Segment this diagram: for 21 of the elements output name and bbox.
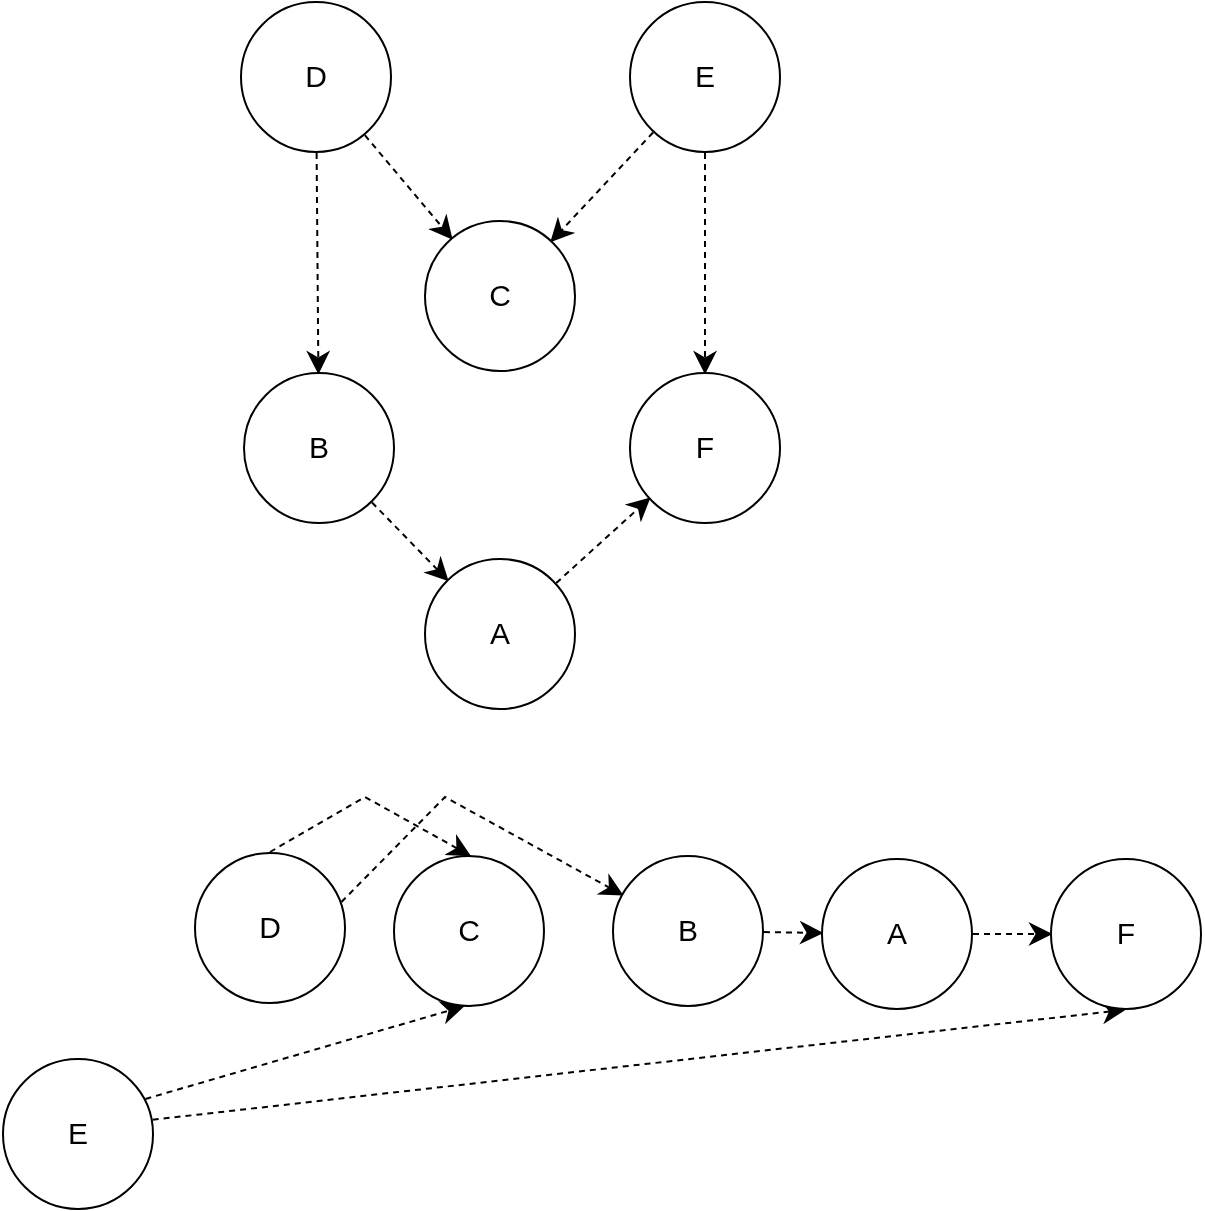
- node-label: B: [678, 914, 698, 948]
- node-label: F: [1116, 917, 1136, 951]
- node-label: F: [695, 431, 715, 465]
- arrow: [363, 134, 453, 240]
- arrow: [371, 501, 449, 582]
- arrow: [693, 152, 717, 375]
- arrow: [340, 795, 624, 903]
- node-label: C: [489, 279, 511, 313]
- node-label: E: [68, 1117, 88, 1151]
- node-label: E: [695, 60, 715, 94]
- arrow: [269, 795, 472, 857]
- node-label: D: [259, 911, 281, 945]
- arrow: [144, 1001, 465, 1100]
- node-label: C: [458, 914, 480, 948]
- node-label: A: [490, 617, 510, 651]
- node-label: A: [887, 917, 907, 951]
- arrow: [550, 131, 655, 243]
- arrow: [555, 497, 651, 584]
- node-label: B: [309, 431, 329, 465]
- arrow: [306, 152, 331, 375]
- node-label: D: [305, 60, 327, 94]
